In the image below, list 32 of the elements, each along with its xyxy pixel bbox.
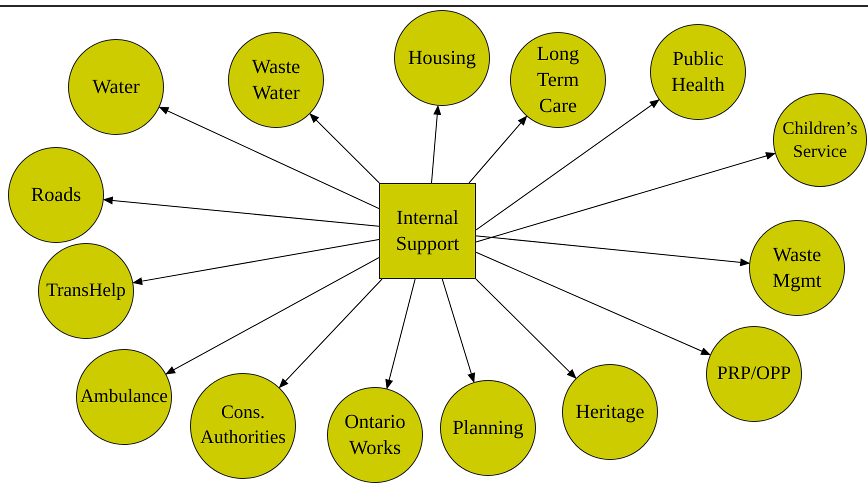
arrow [278,278,383,388]
arrow [309,113,380,184]
arrow [102,196,380,227]
node-label: Public Health [670,47,726,98]
node-label: Waste Water [250,55,302,106]
arrow [476,235,750,266]
arrow [476,99,660,230]
node-label: Roads [30,183,82,208]
arrow [165,257,380,374]
node-label: Internal Support [394,206,460,257]
arrow [476,252,711,356]
arrow [132,239,380,286]
arrow [475,278,577,379]
node-label: Water [91,75,141,100]
node-label: TransHelp [45,278,127,303]
node-label: Ambulance [79,384,169,409]
node-label: Children’s Service [782,116,858,163]
node-label: Ontario Works [343,410,407,461]
arrow [158,106,380,210]
arrow [476,152,776,242]
node-label: Housing [407,46,477,71]
arrow [431,104,442,184]
arrow [385,278,416,390]
arrow [468,116,528,184]
node-label: Waste Mgmt [772,243,822,294]
hub-box [379,183,476,279]
arrow [442,278,476,384]
node-label: Heritage [574,400,646,425]
node-label: Planning [451,416,525,441]
node-label: Long Term Care [536,42,580,119]
node-label: Cons. Authorities [199,401,287,450]
node-label: PRP/OPP [716,362,792,386]
